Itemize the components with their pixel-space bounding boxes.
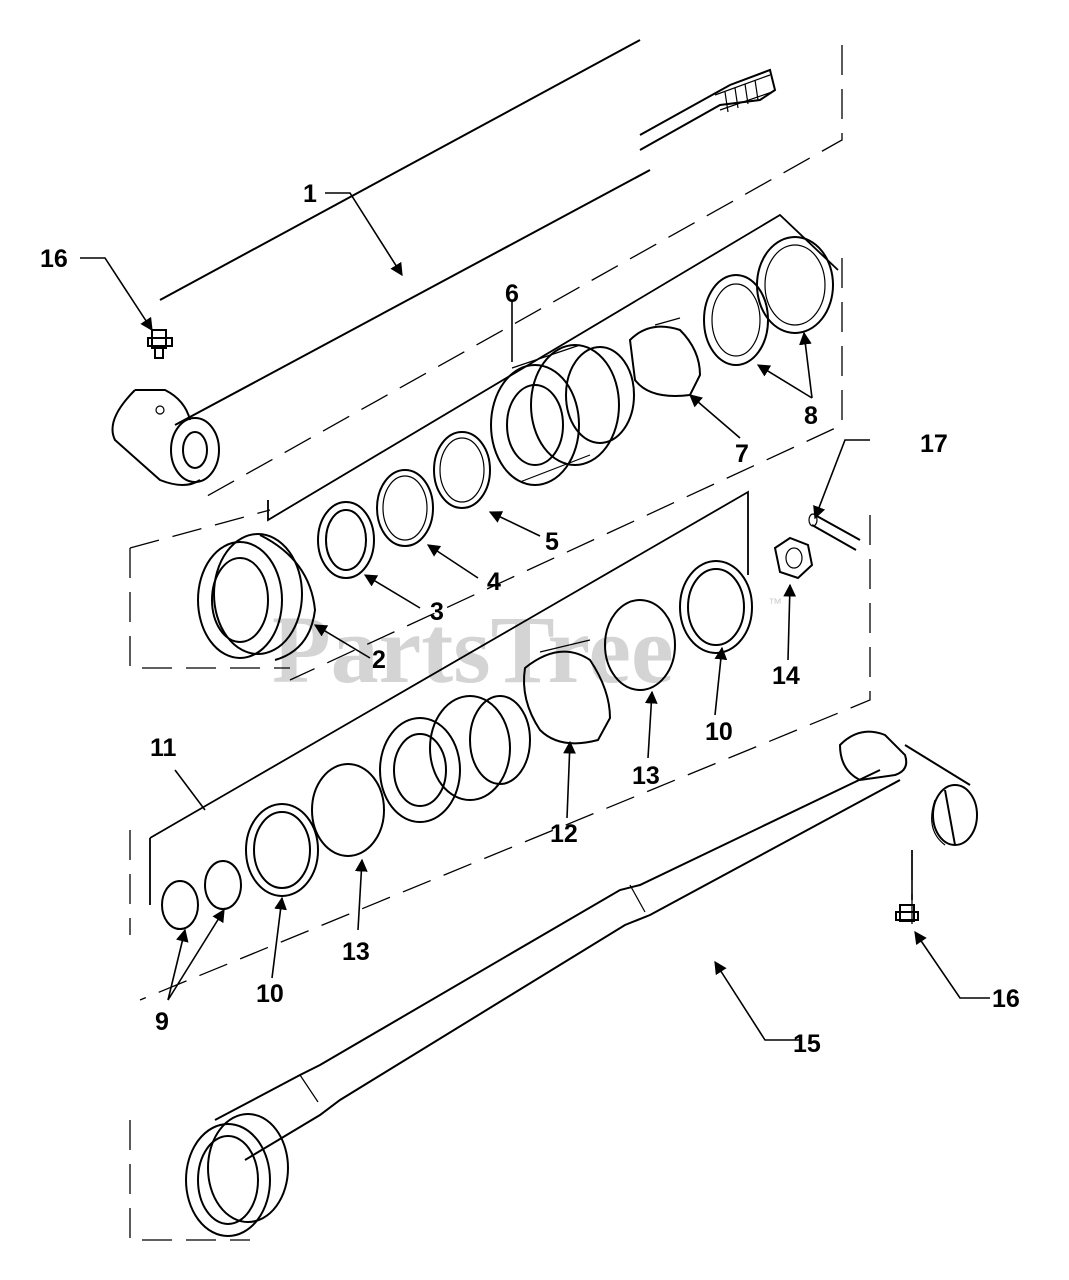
seal-kit-upper-parts xyxy=(197,236,834,661)
callout-labels: 1 2 3 4 5 6 7 8 9 10 10 11 12 13 13 14 1… xyxy=(40,180,1020,1058)
callout-17: 17 xyxy=(920,430,948,458)
watermark-trademark: ™ xyxy=(768,595,782,611)
callout-9: 9 xyxy=(155,1008,169,1036)
callout-16-lower: 16 xyxy=(992,985,1020,1013)
kit-brackets xyxy=(149,213,839,905)
leader-arrows xyxy=(80,192,990,1041)
seal-kit-lower-parts xyxy=(161,513,861,930)
callout-4: 4 xyxy=(487,568,501,596)
callout-8: 8 xyxy=(804,402,818,430)
callout-5: 5 xyxy=(545,528,559,556)
callout-3: 3 xyxy=(430,598,444,626)
callout-1: 1 xyxy=(303,180,317,208)
grease-fitting-lower xyxy=(895,904,919,922)
watermark-text: PartsTree xyxy=(272,596,674,703)
callout-14: 14 xyxy=(772,662,800,690)
callout-2: 2 xyxy=(372,646,386,674)
callout-10-left: 10 xyxy=(256,980,284,1008)
callout-15: 15 xyxy=(793,1030,821,1058)
callout-11: 11 xyxy=(150,734,177,762)
callout-16-upper: 16 xyxy=(40,245,68,273)
callout-7: 7 xyxy=(735,440,749,468)
cylinder-barrel-upper xyxy=(111,39,777,486)
callout-6: 6 xyxy=(505,280,519,308)
cylinder-rod-lower xyxy=(185,730,978,1237)
grease-fitting-upper xyxy=(147,329,173,359)
callout-13-right: 13 xyxy=(632,762,660,790)
callout-12: 12 xyxy=(550,820,578,848)
callout-13-left: 13 xyxy=(342,938,370,966)
callout-10-right: 10 xyxy=(705,718,733,746)
